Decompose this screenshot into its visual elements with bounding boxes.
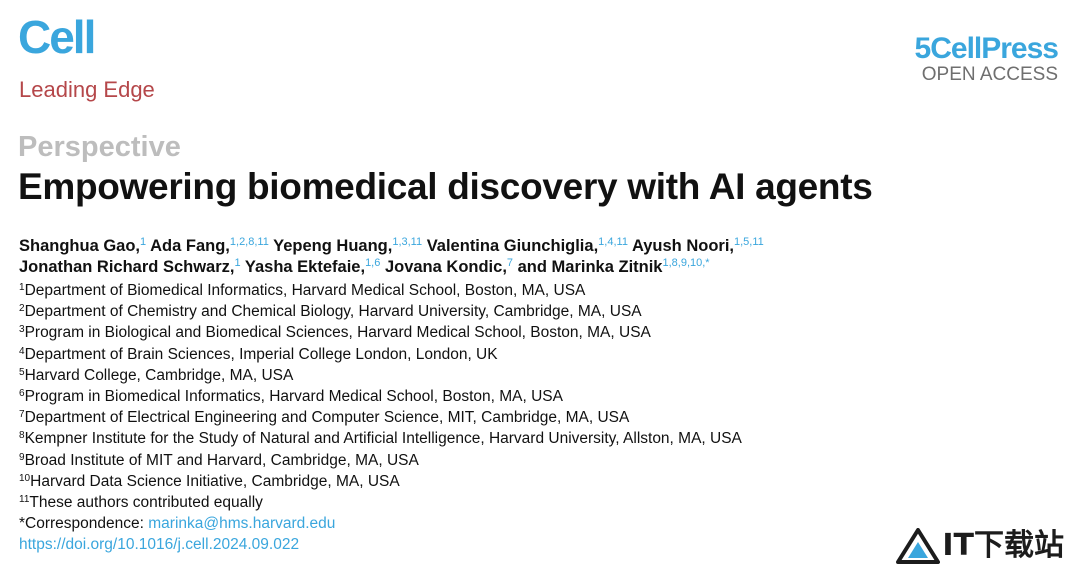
affiliation-item: 3Program in Biological and Biomedical Sc…: [19, 324, 651, 342]
author: Valentina Giunchiglia,1,4,11: [426, 236, 628, 256]
affiliation-item: 2Department of Chemistry and Chemical Bi…: [19, 303, 642, 321]
correspondence-email-link[interactable]: marinka@hms.harvard.edu: [148, 515, 336, 533]
author: Yepeng Huang,1,3,11: [273, 236, 423, 256]
affiliation-item: 10Harvard Data Science Initiative, Cambr…: [19, 472, 400, 490]
watermark-text: IT下载站: [942, 528, 1064, 563]
affiliation-item: 5Harvard College, Cambridge, MA, USA: [19, 366, 294, 384]
author: Jonathan Richard Schwarz,1: [19, 257, 241, 277]
author: Ayush Noori,1,5,11: [631, 236, 764, 256]
author-list: Shanghua Gao,1 Ada Fang,1,2,8,11 Yepeng …: [19, 236, 1019, 278]
author: Shanghua Gao,1: [19, 236, 147, 256]
author: Jovana Kondic,7: [384, 257, 514, 277]
publisher-logo: 5CellPress: [914, 32, 1059, 65]
affiliation-item: 9Broad Institute of MIT and Harvard, Cam…: [19, 451, 419, 469]
author: and Marinka Zitnik1,8,9,10,*: [517, 257, 710, 277]
open-access-badge: OPEN ACCESS: [921, 64, 1058, 85]
correspondence-label: *Correspondence:: [19, 515, 149, 533]
article-title: Empowering biomedical discovery with AI …: [18, 166, 873, 207]
publisher-header: 5CellPress OPEN ACCESS: [914, 32, 1059, 86]
site-watermark: IT下载站: [896, 528, 1064, 564]
affiliation-item: 6Program in Biomedical Informatics, Harv…: [19, 388, 563, 406]
affiliation-item: 1Department of Biomedical Informatics, H…: [19, 282, 586, 299]
journal-logo: Cell: [18, 11, 96, 63]
author: Ada Fang,1,2,8,11: [150, 236, 269, 256]
author: Yasha Ektefaie,1,6: [244, 257, 381, 277]
affiliation-item: 4Department of Brain Sciences, Imperial …: [19, 345, 498, 363]
triangle-logo-icon: [896, 528, 941, 564]
affiliation-item: 8Kempner Institute for the Study of Natu…: [19, 430, 742, 448]
doi-line: https://doi.org/10.1016/j.cell.2024.09.0…: [19, 534, 742, 555]
affiliation-item: 7Department of Electrical Engineering an…: [19, 409, 630, 427]
doi-link[interactable]: https://doi.org/10.1016/j.cell.2024.09.0…: [19, 536, 300, 554]
affiliation-list: 1Department of Biomedical Informatics, H…: [19, 280, 742, 556]
journal-section: Leading Edge: [19, 77, 155, 102]
article-type: Perspective: [18, 131, 181, 163]
affiliation-item: 11These authors contributed equally: [19, 494, 263, 512]
correspondence-line: *Correspondence: marinka@hms.harvard.edu: [19, 513, 742, 534]
